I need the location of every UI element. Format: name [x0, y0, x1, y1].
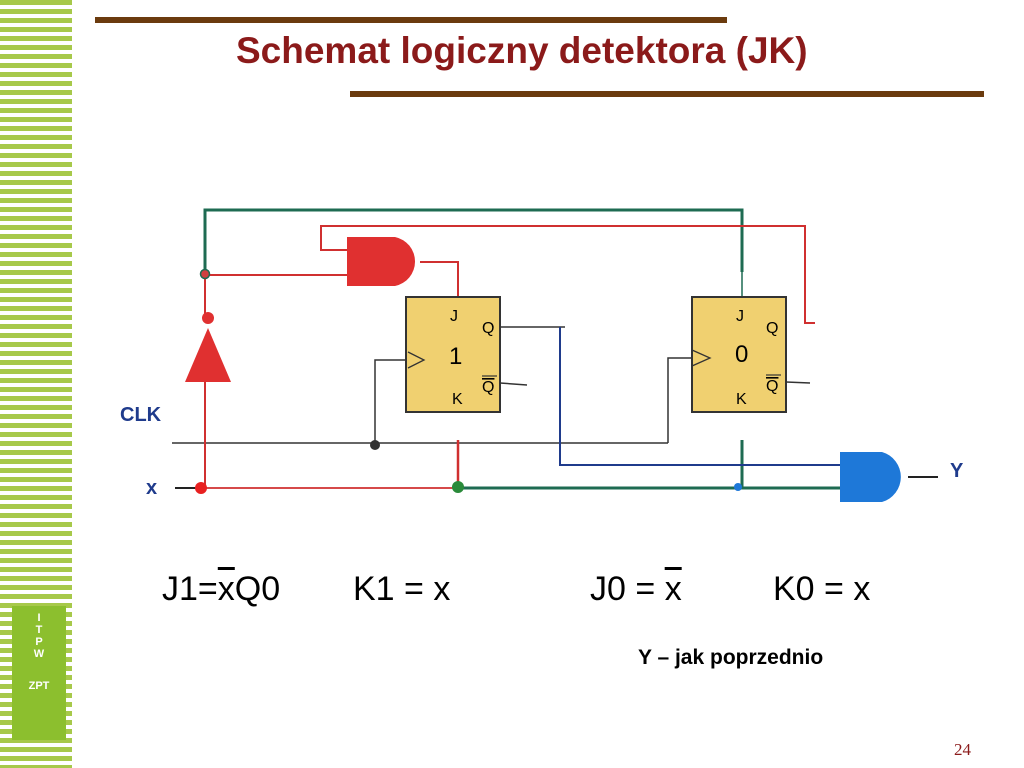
k0-lhs: K0 — [773, 570, 815, 608]
equation-k1: K1 = x — [353, 570, 450, 609]
ff0-qbar-output — [785, 381, 811, 384]
equation-k0: K0 = x — [773, 570, 870, 609]
and-to-j1-wire — [420, 261, 459, 297]
ff0-qbar-label: Q — [766, 378, 778, 395]
and-gate-output — [840, 452, 901, 502]
ff1-j-label: J — [450, 308, 458, 325]
badge-zpt: ZPT — [28, 680, 50, 692]
k0-rhs: x — [853, 570, 871, 608]
equation-j0: J0 = x — [590, 570, 682, 609]
slide-title: Schemat logiczny detektora (JK) — [236, 30, 808, 71]
j0-xbar: x — [664, 570, 682, 608]
y-label: Y — [950, 460, 964, 482]
junction-dot-green — [452, 481, 464, 493]
junction-dot-blue — [734, 483, 742, 491]
clk-wiring — [172, 357, 692, 444]
k1-eq: = — [404, 570, 424, 608]
ff1-state-label: 1 — [449, 343, 462, 370]
badge-letter: W — [33, 648, 45, 660]
note-text: Y – jak poprzednio — [638, 646, 824, 669]
title-bar-top — [95, 17, 727, 23]
k1-lhs: K1 — [353, 570, 395, 608]
q0-feedback-wire — [320, 225, 815, 324]
ff0-q-label: Q — [766, 320, 778, 337]
ff1-qbar-output — [499, 382, 528, 386]
badge-letter: P — [35, 636, 43, 648]
flipflop-1 — [405, 296, 501, 413]
j1-lhs: J1 — [162, 570, 198, 608]
j1-eq: = — [197, 570, 218, 608]
junction-dot-x — [195, 482, 207, 494]
ff0-k-label: K — [736, 391, 747, 408]
clk-junction-dot — [370, 440, 380, 450]
clk-label: CLK — [120, 404, 162, 426]
k0-eq: = — [824, 570, 844, 608]
ff1-k-label: K — [452, 391, 463, 408]
k1-rhs: x — [433, 570, 451, 608]
title-bar-bottom — [350, 91, 984, 97]
j1-xbar: x — [217, 570, 235, 608]
q1-to-and-wire — [559, 327, 840, 466]
page-number: 24 — [954, 740, 971, 759]
and-gate-j1 — [347, 237, 416, 286]
x-label: x — [146, 477, 157, 499]
j1-rest: Q0 — [234, 570, 281, 608]
ff0-state-label: 0 — [735, 341, 748, 368]
j0-eq: = — [635, 570, 656, 608]
badge-letter: T — [35, 624, 43, 636]
ff0-j-label: J — [736, 308, 744, 325]
ff1-qbar-label: Q — [482, 379, 494, 396]
xbar-feedback-wire — [203, 208, 744, 275]
equation-j1: J1=xQ0 — [162, 570, 280, 609]
ff1-q-label: Q — [482, 320, 494, 337]
j0-lhs: J0 — [590, 570, 626, 608]
badge-letter: I — [37, 612, 41, 624]
not-gate — [185, 312, 231, 382]
flipflop-0 — [691, 296, 787, 413]
itpw-badge: I T P W ZPT — [12, 606, 66, 740]
junction-dot-top — [199, 268, 211, 280]
